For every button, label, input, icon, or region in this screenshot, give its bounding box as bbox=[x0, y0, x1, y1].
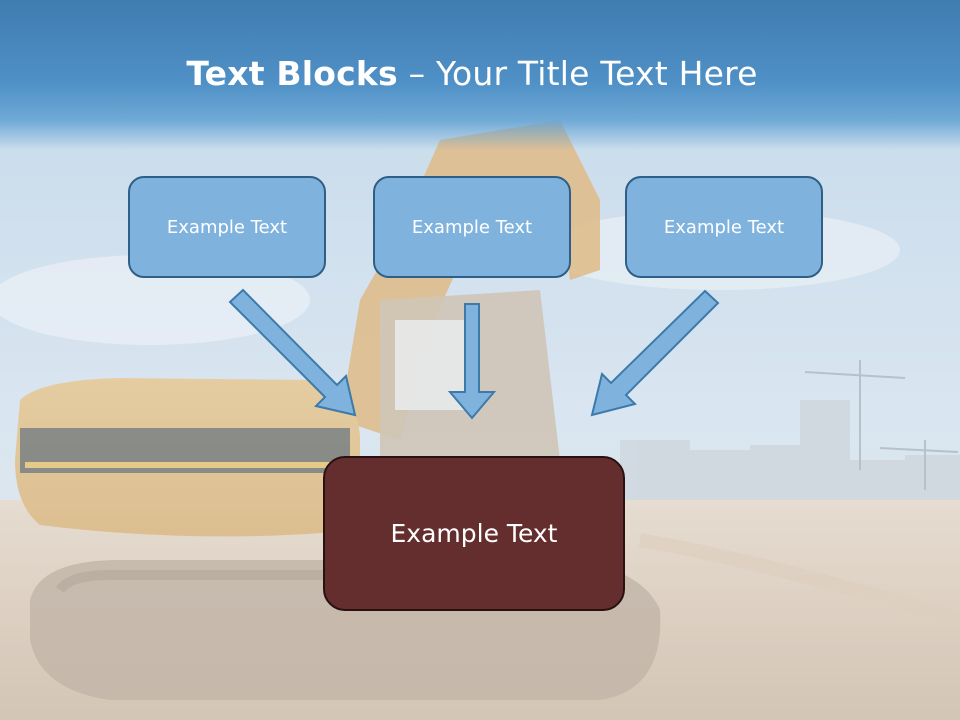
header-band bbox=[0, 0, 960, 150]
text-block-2-label: Example Text bbox=[411, 216, 533, 238]
text-block-1: Example Text bbox=[128, 176, 326, 278]
text-block-1-label: Example Text bbox=[166, 216, 288, 238]
text-block-3-label: Example Text bbox=[663, 216, 785, 238]
text-block-2: Example Text bbox=[373, 176, 571, 278]
text-block-3: Example Text bbox=[625, 176, 823, 278]
center-text-block-label: Example Text bbox=[390, 519, 558, 548]
title-dash: – bbox=[397, 54, 436, 93]
title-bold: Text Blocks bbox=[186, 54, 398, 93]
arrow-right bbox=[590, 289, 720, 417]
arrow-middle bbox=[447, 303, 497, 420]
arrow-left bbox=[228, 288, 357, 417]
title-rest: Your Title Text Here bbox=[435, 54, 758, 93]
slide-title: Text Blocks – Your Title Text Here bbox=[0, 54, 944, 93]
center-text-block: Example Text bbox=[323, 456, 625, 611]
